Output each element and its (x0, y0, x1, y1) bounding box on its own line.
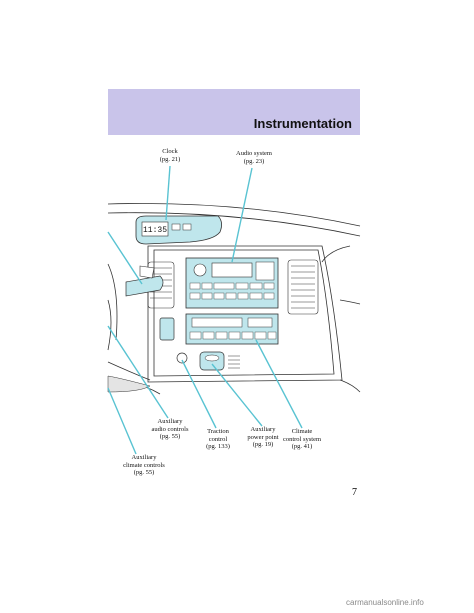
leader-audio (231, 167, 253, 263)
leader-traction (181, 359, 217, 429)
power-point (199, 351, 225, 371)
dash-top-edge (107, 203, 361, 227)
leader-aux-climate (107, 387, 137, 455)
auxiliary-switch (159, 317, 175, 341)
callout-auxiliary-power-point: Auxiliary power point (pg. 19) (247, 426, 279, 448)
callout-traction-control: Traction control (pg. 133) (206, 428, 230, 450)
climate-control-panel (185, 313, 279, 345)
center-stack-outline (147, 245, 343, 383)
volume-knob (193, 263, 207, 277)
callout-auxiliary-audio: Auxiliary audio controls (pg. 55) (151, 418, 189, 440)
chapter-header-band: Instrumentation (108, 89, 360, 135)
dash-top-edge-inner (107, 212, 361, 237)
callout-clock: Clock (pg. 21) (159, 148, 181, 163)
steering-wheel-controls (125, 265, 164, 297)
climate-display (191, 317, 243, 328)
dash-right-curve (321, 245, 351, 263)
clock-minute-button (182, 223, 192, 231)
watermark: carmanualsonline.info (346, 598, 424, 607)
traction-control-button (176, 352, 188, 364)
dash-lower-edge (107, 361, 151, 381)
clock-digits: 11:35 (143, 226, 167, 235)
page-number: 7 (352, 487, 357, 498)
leader-climate (255, 339, 303, 429)
steering-column-2 (107, 299, 112, 351)
callout-audio-system: Audio system (pg. 23) (236, 150, 272, 165)
radio-side-buttons (255, 261, 275, 281)
leader-clock (165, 165, 171, 221)
radio-display (211, 262, 253, 278)
clock-hour-button (171, 223, 181, 231)
glovebox-edge (339, 299, 361, 305)
leader-aux-audio (107, 325, 169, 419)
left-air-vent (147, 261, 175, 309)
center-stack-inner (153, 249, 335, 377)
callout-auxiliary-climate: Auxiliary climate controls (pg. 55) (123, 454, 165, 476)
lower-trim (107, 375, 151, 393)
right-air-vent (287, 259, 319, 315)
clock-display (141, 221, 169, 237)
leader-steering (107, 231, 143, 285)
callout-climate-control: Climate control system (pg. 41) (282, 428, 322, 450)
chapter-title: Instrumentation (253, 116, 352, 131)
audio-system-unit (185, 257, 279, 309)
steering-column (107, 263, 118, 341)
ashtray-grille (228, 355, 240, 369)
leader-power (211, 363, 263, 427)
dash-right-lower (339, 379, 361, 393)
